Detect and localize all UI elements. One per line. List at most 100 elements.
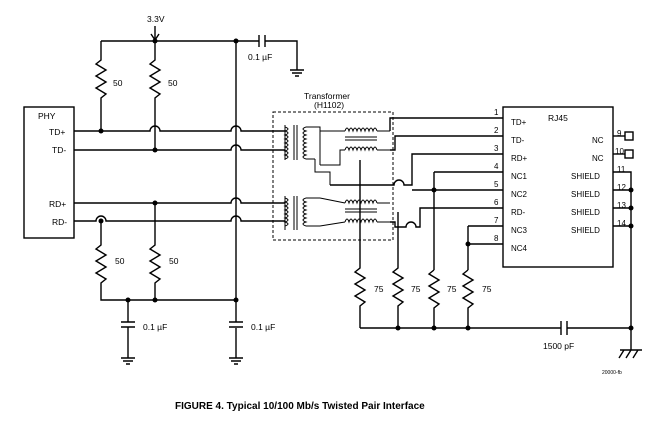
wire-rd-plus bbox=[74, 197, 285, 204]
capacitor-chassis bbox=[560, 321, 568, 335]
ground-icon bbox=[229, 357, 243, 365]
resistor-term-4-label: 75 bbox=[482, 284, 492, 294]
rj45-pin-number: 14 bbox=[617, 219, 626, 228]
capacitor-top bbox=[258, 35, 298, 70]
rj45-pin-label: NC1 bbox=[511, 172, 528, 181]
rj45-label: RJ45 bbox=[548, 113, 568, 123]
resistor-top-left-label: 50 bbox=[113, 78, 123, 88]
junction-dot bbox=[465, 325, 471, 331]
rj45-pin-9-open bbox=[624, 131, 634, 141]
rj45-pin-number: 12 bbox=[617, 183, 626, 192]
chassis-ground-icon bbox=[618, 349, 642, 359]
transformer-part: (H1102) bbox=[314, 100, 344, 110]
rj45-pin-number: 4 bbox=[494, 162, 499, 171]
rj45-pin-number: 2 bbox=[494, 126, 499, 135]
wire-td-plus bbox=[74, 125, 285, 132]
transformer-rx-choke bbox=[344, 199, 378, 224]
junction-dot bbox=[628, 205, 634, 211]
phy-pin-rd-plus: RD+ bbox=[49, 199, 66, 209]
transformer-outline bbox=[272, 111, 394, 241]
rj45-pin-number: 8 bbox=[494, 234, 499, 243]
rj45-pin-label: SHIELD bbox=[571, 208, 600, 217]
resistor-term-3-label: 75 bbox=[447, 284, 457, 294]
rj45-pin-number: 9 bbox=[617, 129, 622, 138]
wire-td-minus bbox=[74, 144, 285, 151]
transformer-rx-primary bbox=[283, 196, 289, 230]
junction-dot bbox=[628, 187, 634, 193]
resistor-bottom-left bbox=[94, 221, 236, 301]
wire-rj45-td-plus bbox=[389, 117, 503, 131]
capacitor-bottom-center-label: 0.1 µF bbox=[251, 322, 275, 332]
resistor-term-1-label: 75 bbox=[374, 284, 384, 294]
transformer-tx-primary bbox=[283, 125, 289, 160]
wire-rj45-nc3 bbox=[467, 225, 503, 270]
junction-dot bbox=[395, 325, 401, 331]
rj45-right-pins: NC 9 NC 10 SHIELD 11 SHIELD 12 SHIELD 13… bbox=[571, 129, 626, 235]
junction-dot bbox=[98, 128, 104, 134]
rj45-pin-number: 11 bbox=[617, 165, 626, 174]
phy-pin-td-plus: TD+ bbox=[49, 127, 65, 137]
rj45-pin-label: TD- bbox=[511, 136, 525, 145]
rj45-pin-number: 13 bbox=[617, 201, 626, 210]
resistor-term-4 bbox=[461, 269, 475, 328]
supply-label: 3.3V bbox=[147, 14, 165, 24]
junction-dot bbox=[628, 223, 634, 229]
resistor-bottom-left-label: 50 bbox=[115, 256, 125, 266]
ground-icon bbox=[121, 357, 135, 365]
junction-dot bbox=[628, 325, 634, 331]
rj45-pin-label: NC bbox=[592, 154, 604, 163]
transformer-tx-core bbox=[293, 125, 298, 160]
resistor-term-1 bbox=[353, 262, 367, 328]
rj45-pin-label: SHIELD bbox=[571, 190, 600, 199]
capacitor-bottom-left bbox=[121, 300, 135, 358]
capacitor-chassis-label: 1500 pF bbox=[543, 341, 574, 351]
wire-rd-minus bbox=[74, 215, 285, 222]
rj45-pin-number: 1 bbox=[494, 108, 499, 117]
rj45-pin-label: RD- bbox=[511, 208, 526, 217]
resistor-term-2-label: 75 bbox=[411, 284, 421, 294]
phy-pin-rd-minus: RD- bbox=[52, 217, 67, 227]
rj45-pin-label: NC4 bbox=[511, 244, 528, 253]
capacitor-bottom-center bbox=[229, 321, 243, 328]
rj45-pin-number: 10 bbox=[615, 147, 624, 156]
wire-rj45-rd-plus bbox=[330, 153, 503, 186]
transformer-rx-secondary bbox=[302, 197, 320, 227]
rj45-pin-number: 7 bbox=[494, 216, 499, 225]
rj45-block bbox=[502, 106, 614, 268]
rj45-pin-number: 5 bbox=[494, 180, 499, 189]
transformer-internal-wires bbox=[314, 130, 390, 227]
rj45-pin-label: TD+ bbox=[511, 118, 527, 127]
rj45-pin-label: NC2 bbox=[511, 190, 528, 199]
resistor-top-right-label: 50 bbox=[168, 78, 178, 88]
rj45-pin-label: SHIELD bbox=[571, 172, 600, 181]
phy-block bbox=[23, 106, 75, 239]
transformer-tx-choke bbox=[344, 127, 378, 152]
resistor-top-right bbox=[148, 41, 162, 150]
rj45-left-pins: 1 TD+ 2 TD- 3 RD+ 4 NC1 5 NC2 6 RD- 7 NC… bbox=[494, 108, 528, 253]
resistor-bottom-right bbox=[148, 203, 162, 300]
supply-arrow bbox=[150, 26, 160, 42]
phy-label: PHY bbox=[38, 111, 56, 121]
rj45-pin-label: RD+ bbox=[511, 154, 528, 163]
resistor-bottom-right-label: 50 bbox=[169, 256, 179, 266]
rj45-pin-number: 6 bbox=[494, 198, 499, 207]
junction-dot bbox=[152, 297, 158, 303]
transformer-rx-core bbox=[293, 196, 298, 230]
resistor-term-2 bbox=[391, 262, 405, 328]
junction-dot bbox=[431, 325, 437, 331]
rj45-pin-number: 3 bbox=[494, 144, 499, 153]
ground-icon bbox=[290, 69, 304, 77]
watermark: 20000-fb bbox=[602, 370, 622, 376]
wire-rj45-rd-minus bbox=[390, 207, 503, 228]
rj45-pin-label: SHIELD bbox=[571, 226, 600, 235]
figure-caption: FIGURE 4. Typical 10/100 Mb/s Twisted Pa… bbox=[175, 401, 425, 412]
transformer-label: Transformer bbox=[304, 91, 350, 101]
transformer-tx-secondary bbox=[302, 126, 321, 165]
resistor-term-3 bbox=[427, 269, 441, 328]
phy-pin-td-minus: TD- bbox=[52, 145, 66, 155]
resistor-top-left bbox=[94, 41, 108, 131]
wire-rj45-td-minus bbox=[390, 135, 503, 151]
junction-dot bbox=[152, 147, 158, 153]
capacitor-top-label: 0.1 µF bbox=[248, 52, 272, 62]
